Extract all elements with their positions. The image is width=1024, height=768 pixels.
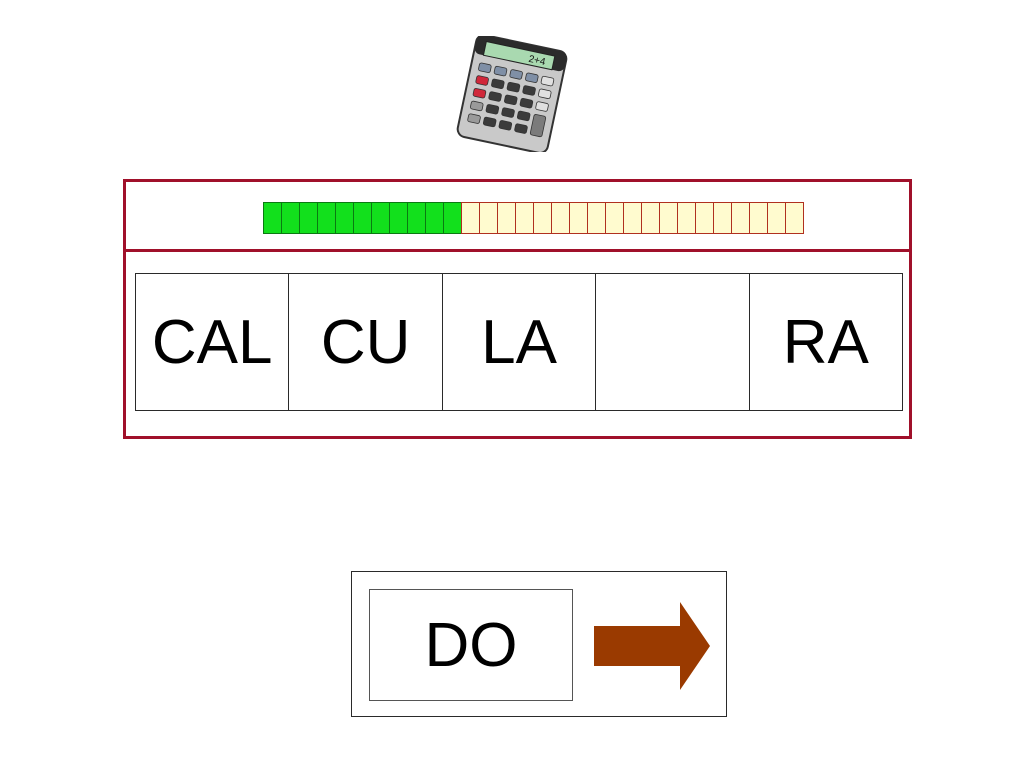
progress-segment-pending bbox=[785, 202, 804, 234]
progress-segment-pending bbox=[461, 202, 480, 234]
syllable-box-5: RA bbox=[748, 274, 902, 410]
answer-panel: DO bbox=[351, 571, 727, 717]
syllable-box-2: CU bbox=[288, 274, 441, 410]
progress-segment-complete bbox=[371, 202, 390, 234]
progress-bar bbox=[263, 202, 804, 234]
answer-option-tile[interactable]: DO bbox=[369, 589, 573, 701]
progress-segment-pending bbox=[605, 202, 624, 234]
syllable-box-3: LA bbox=[441, 274, 595, 410]
progress-segment-pending bbox=[749, 202, 768, 234]
progress-segment-complete bbox=[407, 202, 426, 234]
progress-segment-pending bbox=[713, 202, 732, 234]
progress-segment-pending bbox=[695, 202, 714, 234]
progress-segment-pending bbox=[587, 202, 606, 234]
progress-segment-complete bbox=[317, 202, 336, 234]
progress-segment-pending bbox=[551, 202, 570, 234]
progress-segment-pending bbox=[659, 202, 678, 234]
right-arrow-icon[interactable] bbox=[594, 602, 712, 690]
activity-frame: CAL CU LA RA bbox=[123, 179, 912, 439]
progress-segment-pending bbox=[479, 202, 498, 234]
progress-segment-complete bbox=[263, 202, 282, 234]
frame-divider bbox=[126, 249, 909, 252]
progress-segment-complete bbox=[425, 202, 444, 234]
progress-segment-complete bbox=[443, 202, 462, 234]
syllable-box-missing[interactable] bbox=[595, 274, 748, 410]
progress-segment-complete bbox=[335, 202, 354, 234]
progress-segment-pending bbox=[731, 202, 750, 234]
progress-segment-pending bbox=[623, 202, 642, 234]
progress-segment-pending bbox=[569, 202, 588, 234]
progress-segment-complete bbox=[281, 202, 300, 234]
progress-segment-pending bbox=[767, 202, 786, 234]
progress-segment-pending bbox=[515, 202, 534, 234]
calculator-display: 2+4 bbox=[527, 54, 546, 68]
progress-segment-complete bbox=[299, 202, 318, 234]
progress-segment-pending bbox=[641, 202, 660, 234]
calculator-icon: 2+4 bbox=[456, 36, 568, 152]
progress-segment-complete bbox=[353, 202, 372, 234]
progress-segment-pending bbox=[533, 202, 552, 234]
progress-segment-pending bbox=[677, 202, 696, 234]
syllable-box-1: CAL bbox=[151, 307, 273, 377]
progress-segment-complete bbox=[389, 202, 408, 234]
progress-segment-pending bbox=[497, 202, 516, 234]
syllable-row: CAL CU LA RA bbox=[135, 273, 903, 411]
